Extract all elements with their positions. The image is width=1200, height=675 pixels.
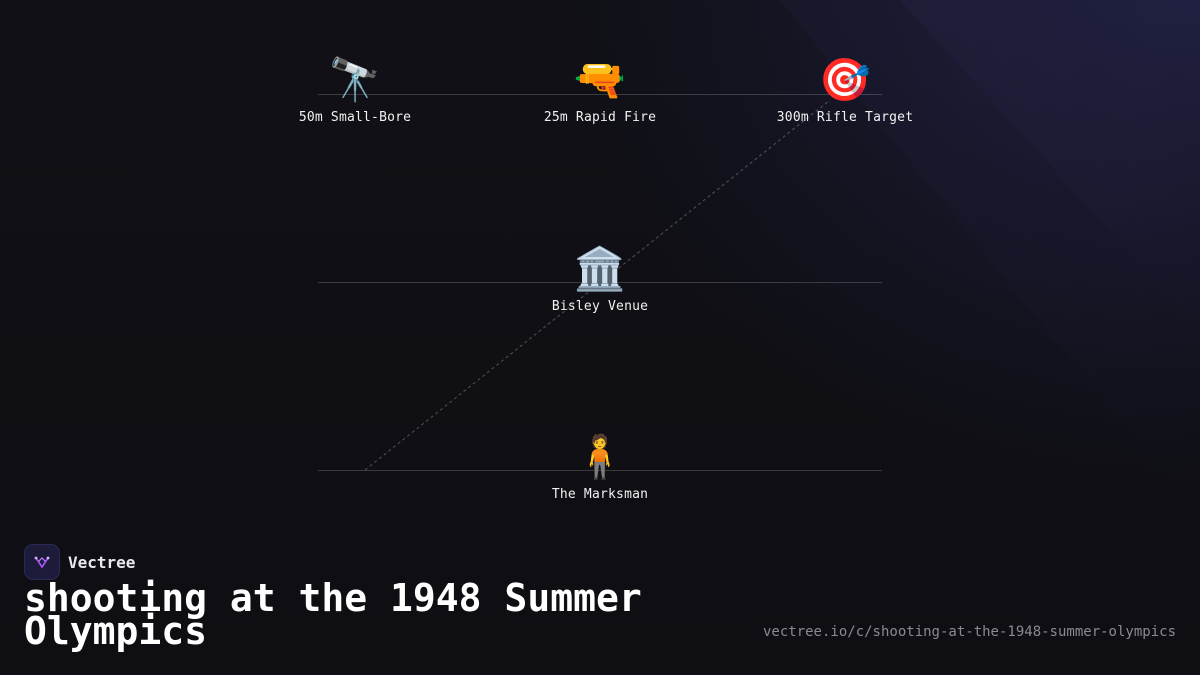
node-rapid-fire[interactable]: 🔫 25m Rapid Fire (510, 55, 690, 126)
node-label: Bisley Venue (551, 299, 649, 314)
vectree-logo-icon (24, 544, 60, 580)
classical-building-icon: 🏛️ (573, 244, 627, 293)
node-label: 25m Rapid Fire (543, 110, 657, 125)
node-rifle-target[interactable]: 🎯 300m Rifle Target (755, 55, 935, 126)
person-standing-icon: 🧍 (573, 432, 627, 481)
connector-line-top (318, 94, 882, 95)
node-small-bore[interactable]: 🔭 50m Small-Bore (265, 55, 445, 126)
node-marksman[interactable]: 🧍 The Marksman (510, 432, 690, 503)
pistol-icon: 🔫 (573, 55, 627, 104)
brand-name: Vectree (68, 552, 136, 572)
source-url[interactable]: vectree.io/c/shooting-at-the-1948-summer… (762, 624, 1176, 640)
telescope-icon: 🔭 (328, 55, 382, 104)
node-label: 50m Small-Bore (298, 110, 412, 125)
node-label: 300m Rifle Target (776, 110, 914, 125)
node-venue[interactable]: 🏛️ Bisley Venue (510, 244, 690, 315)
target-icon: 🎯 (818, 55, 872, 104)
node-label: The Marksman (551, 487, 649, 502)
brand[interactable]: Vectree (24, 544, 135, 580)
connector-line-bottom (318, 470, 882, 471)
connector-line-middle (318, 282, 882, 283)
page-title: shooting at the 1948 Summer Olympics (24, 576, 642, 653)
